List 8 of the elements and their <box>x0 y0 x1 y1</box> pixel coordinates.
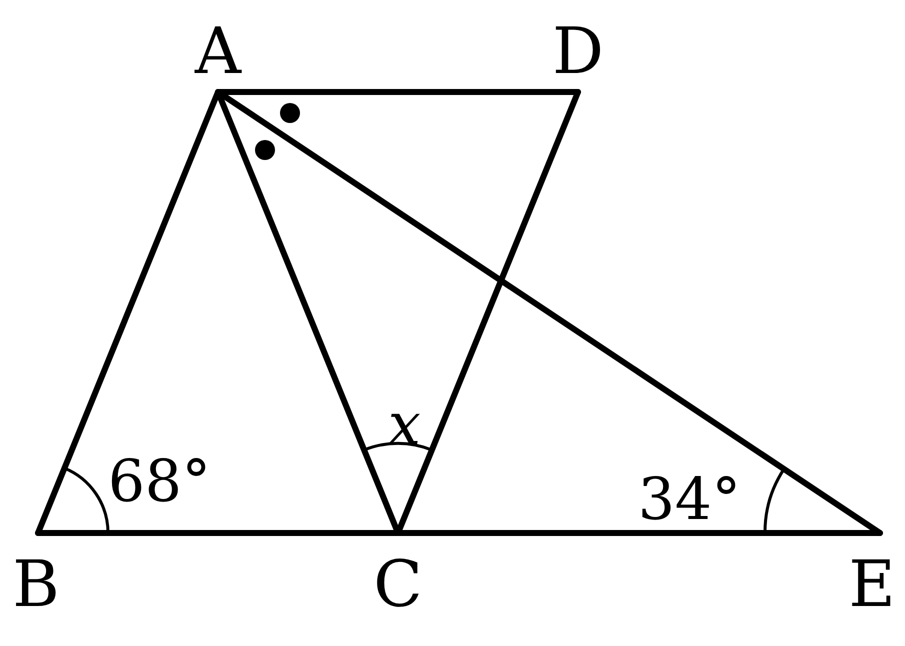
point-label: C <box>368 533 428 621</box>
point-label: A <box>188 20 248 92</box>
point-label: D <box>548 20 608 92</box>
point-label: B <box>6 533 66 621</box>
angle-label: x <box>388 395 421 453</box>
angle-label: 68° <box>108 452 211 510</box>
angle-label: 34° <box>638 470 741 528</box>
point-label: E <box>842 533 902 621</box>
